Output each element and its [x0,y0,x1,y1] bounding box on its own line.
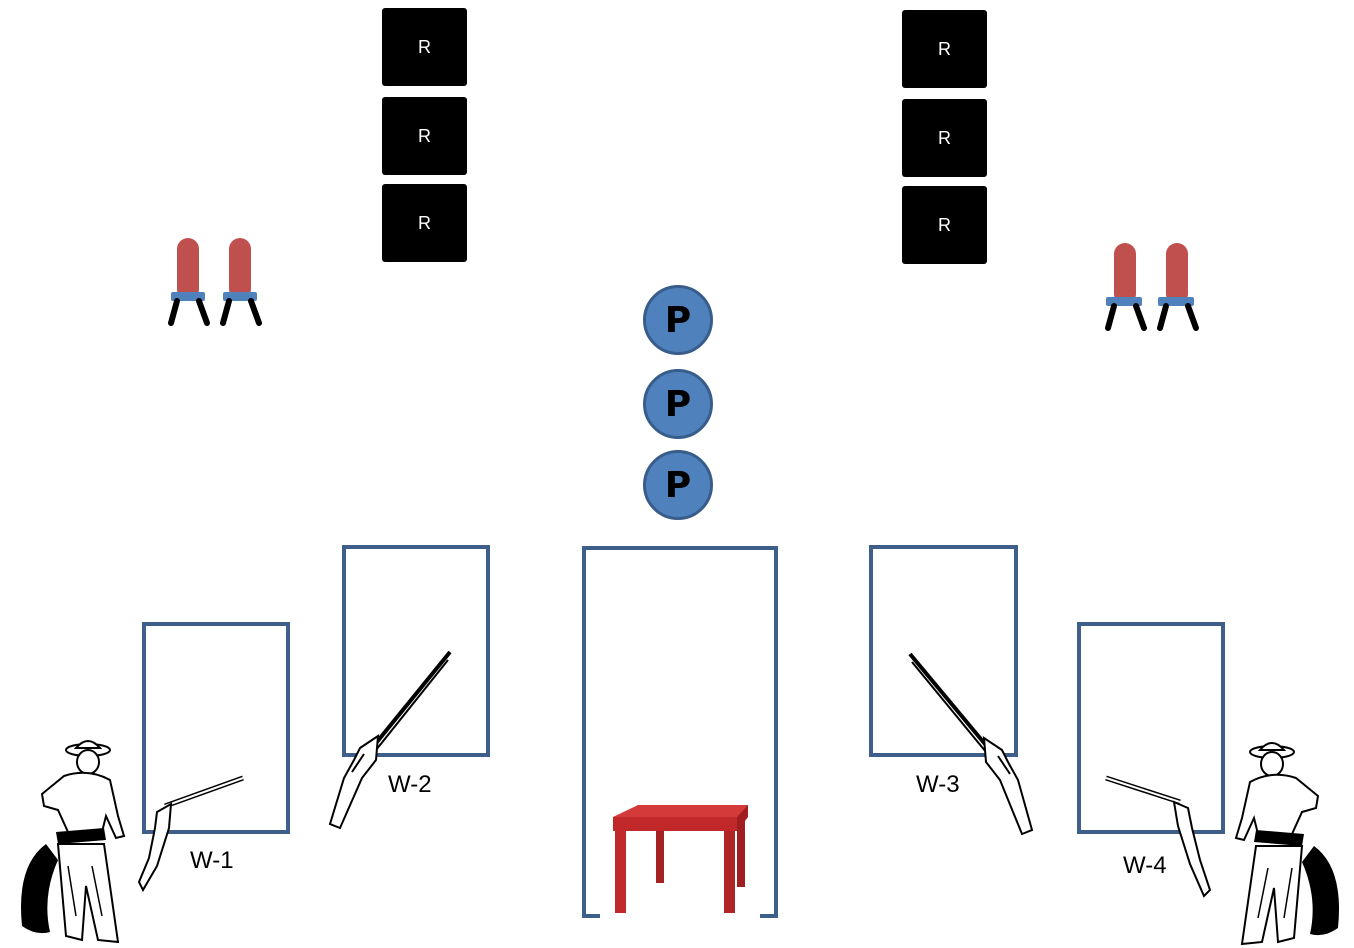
pistol-target-label: P [664,299,692,341]
pistol-target-label: P [664,383,692,425]
rifle-target: R [902,186,987,264]
rifle-target: R [902,10,987,88]
rifle-target: R [382,97,467,175]
pistol-target: P [643,369,713,439]
pistol-target: P [643,450,713,520]
window-w4 [1077,622,1225,834]
window-w2 [342,545,490,757]
shotgun-icon [1105,775,1212,898]
rifle-target-label: R [938,127,951,148]
window-label-w1: W-1 [190,847,234,874]
rifle-target: R [382,8,467,86]
rifle-target-label: R [938,214,951,235]
table-bay [582,546,778,918]
shotgun-target-icon [1157,243,1199,331]
rifle-icon [328,650,452,830]
shotgun-icon [137,775,244,893]
rifle-target-label: R [418,212,431,233]
rifle-target: R [382,184,467,262]
window-w3 [869,545,1018,757]
window-label-w2: W-2 [388,771,432,798]
cowboy-icon [1234,742,1339,946]
table-icon [613,805,748,913]
rifle-icon [908,652,1034,836]
shotgun-target-icon [220,238,262,326]
shotgun-target-icon [1105,243,1147,331]
shotgun-target-icon [168,238,210,326]
window-label-w4: W-4 [1123,852,1167,879]
window-label-w3: W-3 [916,771,960,798]
pistol-target-label: P [664,464,692,506]
rifle-target-label: R [938,38,951,59]
rifle-target-label: R [418,125,431,146]
rifle-target: R [902,99,987,177]
pistol-target: P [643,285,713,355]
shotgun-targets-right [1105,243,1199,331]
shotgun-targets-left [168,238,262,326]
cowboy-icon [21,740,126,944]
rifle-target-label: R [418,36,431,57]
window-w1 [142,622,290,834]
